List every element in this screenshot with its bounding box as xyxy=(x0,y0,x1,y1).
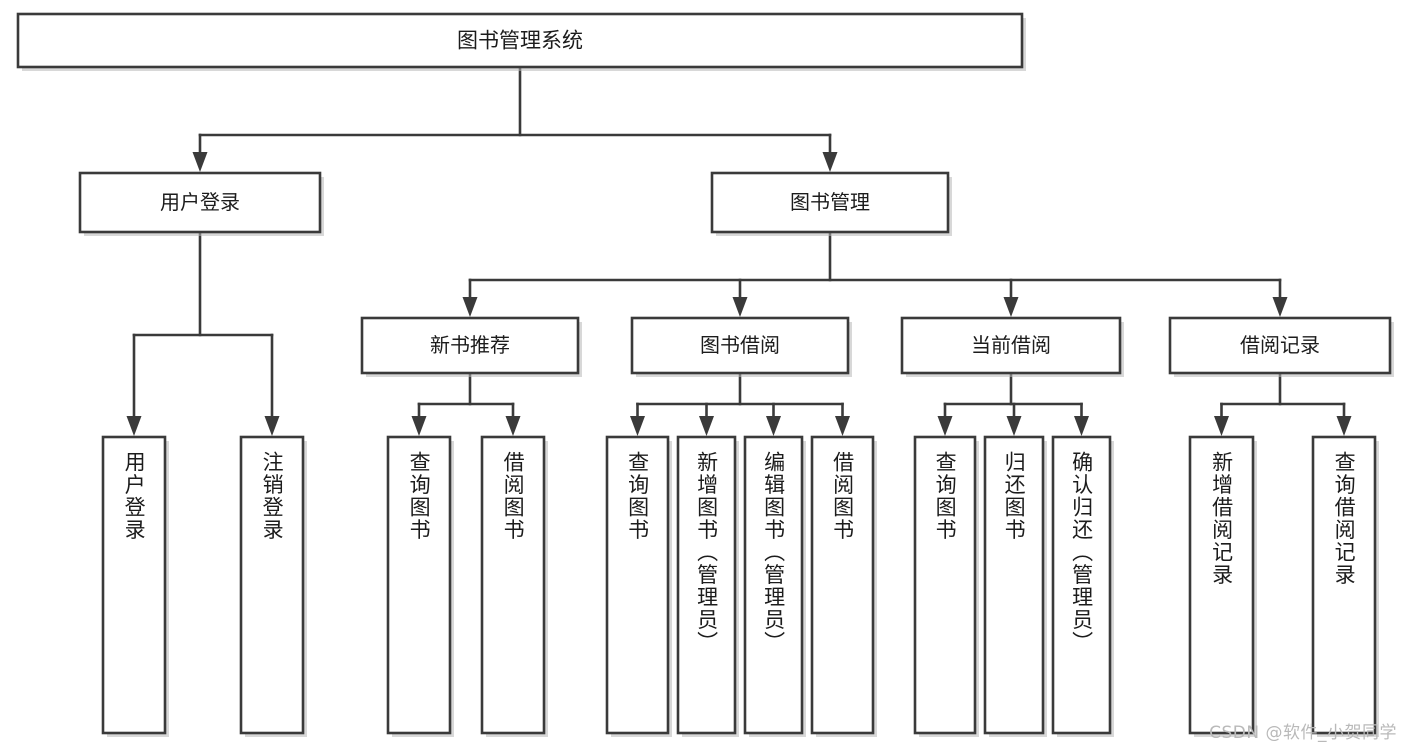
node-label-user-login: 用户登录 xyxy=(160,190,240,214)
arrow-head-icon xyxy=(126,416,142,436)
node-label-book-borrow: 图书借阅 xyxy=(700,333,780,357)
arrow-head-icon xyxy=(1074,416,1089,436)
node-box-leaf-return-book[interactable] xyxy=(983,435,1045,735)
arrow-head-icon xyxy=(1006,416,1022,436)
node-box-user-login[interactable] xyxy=(78,171,322,234)
arrow-head-icon xyxy=(1214,416,1229,436)
node-box-root[interactable] xyxy=(16,12,1024,69)
arrow-head-icon xyxy=(462,297,478,317)
arrow-head-icon xyxy=(835,416,850,436)
connector-edges xyxy=(126,65,1352,436)
arrow-head-icon xyxy=(732,297,748,317)
arrow-head-icon xyxy=(937,416,953,436)
node-box-leaf-borrow-book-2[interactable] xyxy=(810,435,875,735)
arrow-head-icon xyxy=(699,416,714,436)
arrow-head-icon xyxy=(192,152,208,172)
node-label-book-manage: 图书管理 xyxy=(790,190,870,214)
node-box-leaf-query-book-2[interactable] xyxy=(605,435,670,735)
arrow-head-icon xyxy=(766,416,781,436)
node-box-leaf-edit-book[interactable] xyxy=(743,435,804,735)
node-box-book-borrow[interactable] xyxy=(630,316,850,375)
arrow-head-icon xyxy=(1272,297,1288,317)
node-box-new-book-rec[interactable] xyxy=(360,316,580,375)
node-box-leaf-query-book-1[interactable] xyxy=(386,435,452,735)
node-box-leaf-add-book[interactable] xyxy=(676,435,737,735)
node-box-book-manage[interactable] xyxy=(710,171,950,234)
node-label-new-book-rec: 新书推荐 xyxy=(430,333,510,357)
arrow-head-icon xyxy=(1336,416,1352,436)
node-label-current-borrow: 当前借阅 xyxy=(971,333,1051,357)
arrow-head-icon xyxy=(264,416,280,436)
node-box-leaf-add-record[interactable] xyxy=(1188,435,1255,735)
arrow-head-icon xyxy=(630,416,645,436)
arrow-head-icon xyxy=(505,416,521,436)
watermark-text: CSDN @软件_小贺同学 xyxy=(1209,723,1397,743)
node-box-leaf-query-book-3[interactable] xyxy=(913,435,977,735)
node-box-borrow-record[interactable] xyxy=(1168,316,1392,375)
node-box-leaf-query-record[interactable] xyxy=(1311,435,1377,735)
node-box-current-borrow[interactable] xyxy=(900,316,1122,375)
node-box-leaf-borrow-book-1[interactable] xyxy=(480,435,546,735)
node-box-leaf-user-login[interactable] xyxy=(101,435,167,735)
node-label-borrow-record: 借阅记录 xyxy=(1240,333,1320,357)
node-box-leaf-confirm-return[interactable] xyxy=(1051,435,1112,735)
node-label-root: 图书管理系统 xyxy=(457,29,583,53)
arrow-head-icon xyxy=(1003,297,1019,317)
arrow-head-icon xyxy=(822,152,838,172)
arrow-head-icon xyxy=(411,416,427,436)
node-box-leaf-logout[interactable] xyxy=(239,435,305,735)
